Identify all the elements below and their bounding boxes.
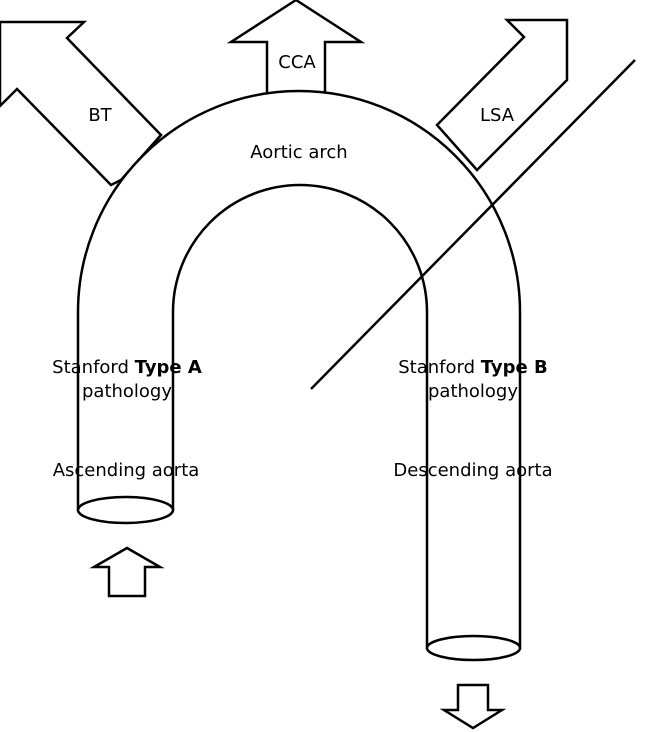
aortic-arch-label: Aortic arch — [250, 142, 347, 163]
descending-aorta-opening — [425, 634, 522, 662]
lsa-branch-arrow — [435, 18, 569, 172]
cca-label: CCA — [278, 52, 316, 73]
type-a-prefix: Stanford — [52, 357, 135, 378]
type-a-bold: Type A — [135, 357, 202, 378]
arrow-up-icon — [89, 546, 165, 598]
cca-branch-arrow — [226, 0, 366, 96]
ascending-aorta-opening — [76, 495, 175, 525]
aorta-outline — [76, 89, 522, 650]
type-a-pathology-label: pathology — [82, 381, 172, 402]
bt-branch-arrow — [0, 20, 163, 187]
type-b-bold: Type B — [481, 357, 548, 378]
bt-label: BT — [88, 105, 112, 126]
type-b-label: Stanford Type B — [398, 357, 547, 378]
type-b-prefix: Stanford — [398, 357, 481, 378]
lsa-label: LSA — [480, 105, 515, 126]
type-divider-line — [310, 59, 636, 390]
type-a-label: Stanford Type A — [52, 357, 202, 378]
type-b-pathology-label: pathology — [428, 381, 518, 402]
descending-aorta-label: Descending aorta — [393, 460, 552, 481]
arrow-down-icon — [439, 683, 507, 730]
ascending-aorta-label: Ascending aorta — [53, 460, 200, 481]
